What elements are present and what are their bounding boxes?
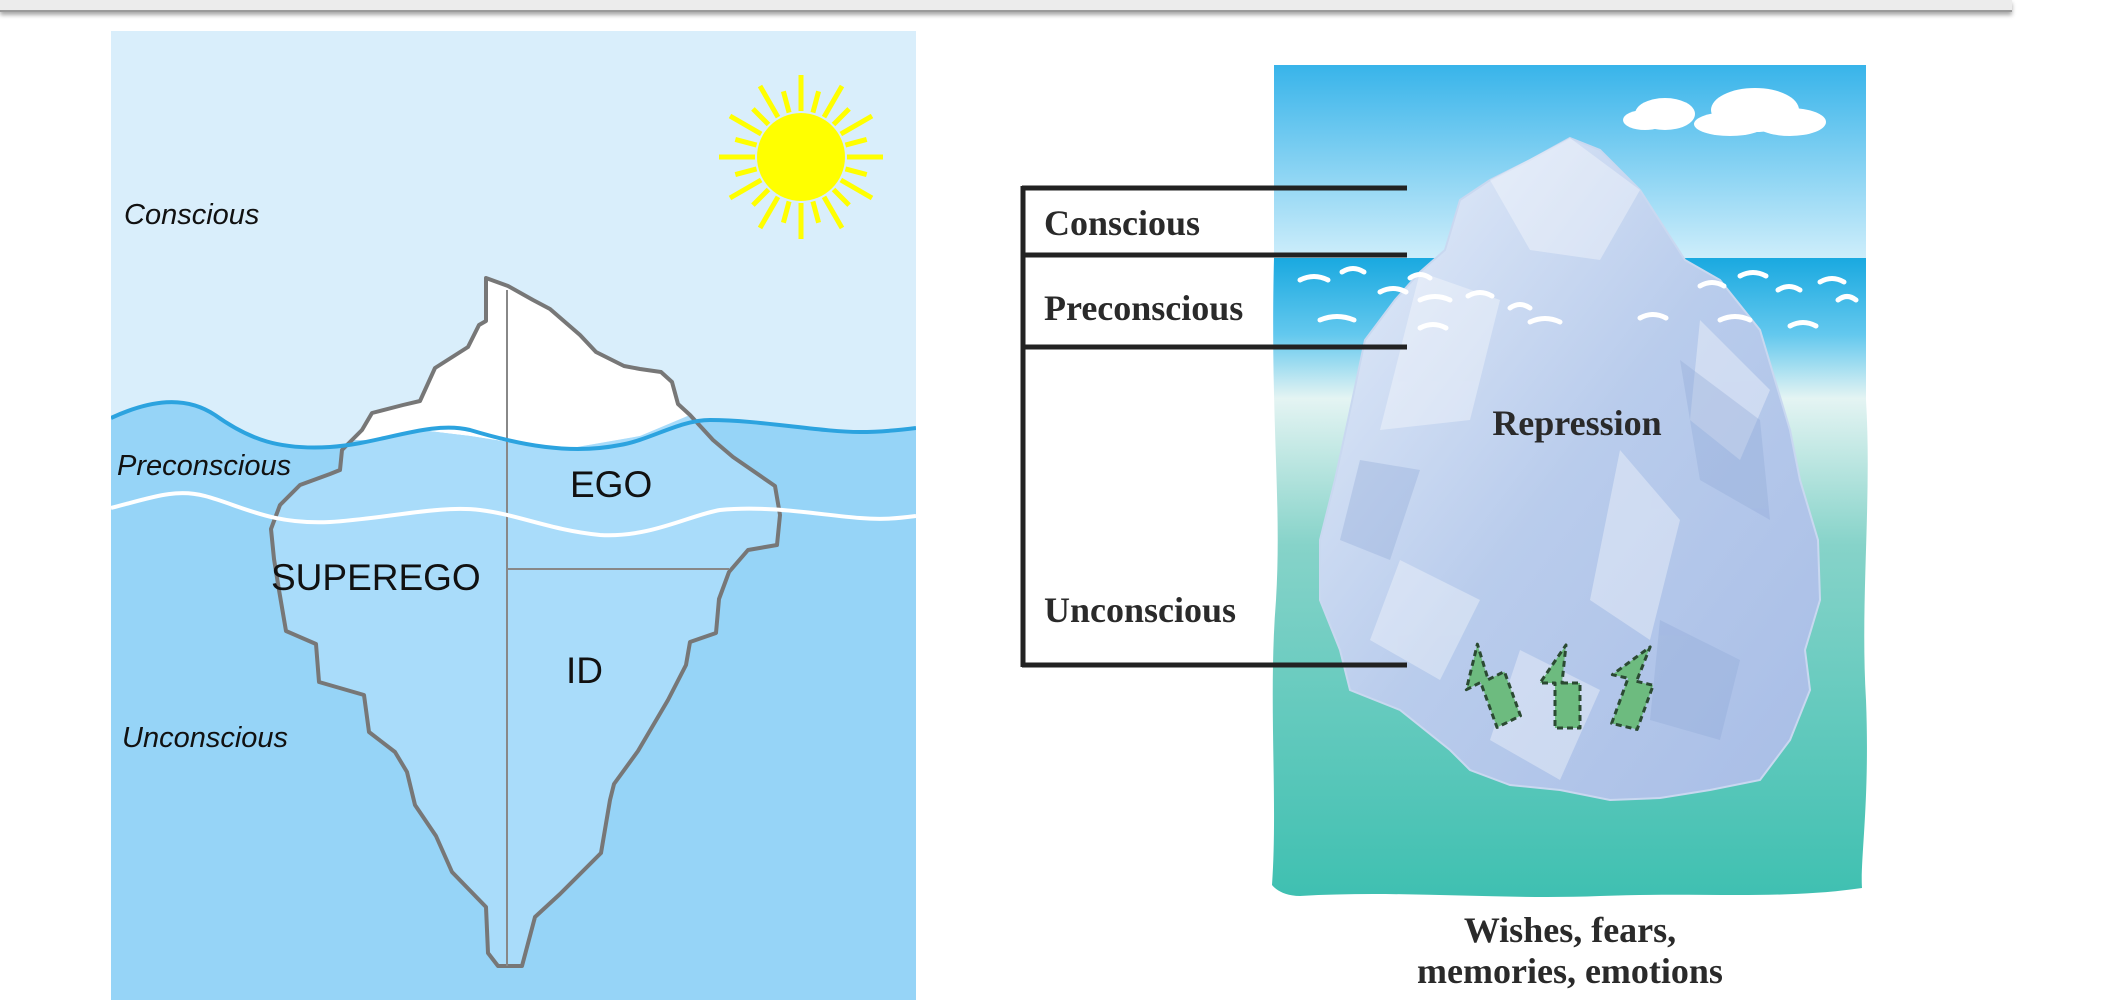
freud-iceberg-diagram-left: Conscious Preconscious Unconscious EGO S… — [111, 31, 916, 1000]
sun-ray — [728, 113, 763, 137]
arrow-up-icon — [1610, 645, 1655, 731]
iceberg-outline — [269, 276, 782, 968]
wave-mark — [1377, 286, 1409, 295]
sun-ray — [751, 187, 771, 207]
sun-ray — [844, 166, 868, 178]
sun-ray — [821, 84, 845, 119]
sun-ray — [728, 177, 763, 201]
sun-ray — [810, 90, 822, 114]
wave-mark — [1737, 270, 1769, 279]
cloud-icon — [1623, 88, 1826, 136]
sun-ray — [831, 107, 851, 127]
preconscious-boundary-line — [111, 491, 916, 538]
level-label-conscious: Conscious — [124, 199, 259, 231]
wave-mark — [1317, 314, 1357, 323]
arrow-up-icon — [1538, 643, 1582, 730]
sun-ray — [821, 195, 845, 230]
sun-ray — [734, 166, 758, 178]
sun-ray — [839, 177, 874, 201]
window-top-bar — [0, 0, 2012, 12]
wave-mark — [1407, 272, 1433, 281]
caption-line-1: Wishes, fears, — [1464, 910, 1676, 950]
upward-arrow-icons — [1464, 642, 1655, 731]
level-label-preconscious: Preconscious — [1044, 288, 1243, 328]
level-label-unconscious: Unconscious — [122, 722, 288, 754]
wave-mark — [1297, 274, 1331, 283]
wave-mark — [1637, 312, 1669, 321]
level-bracket — [1020, 185, 1407, 668]
part-label-ego: EGO — [570, 464, 652, 505]
iceberg-shadow-facets — [1340, 360, 1770, 740]
level-label-preconscious: Preconscious — [117, 450, 291, 482]
iceberg-submerged — [271, 415, 780, 966]
sun-icon — [719, 75, 883, 239]
part-label-id: ID — [566, 650, 603, 691]
wave-mark — [1465, 290, 1495, 299]
sun-ray — [757, 84, 781, 119]
sun-ray — [831, 187, 851, 207]
arrow-up-icon — [1464, 642, 1522, 729]
wave-mark — [1775, 284, 1803, 293]
wave-mark — [1717, 314, 1753, 323]
iceberg-tip — [352, 278, 690, 450]
part-label-superego: SUPEREGO — [271, 557, 481, 598]
wave-mark — [1417, 322, 1449, 331]
sun-ray — [839, 113, 874, 137]
sun-ray — [757, 195, 781, 230]
freud-iceberg-diagram-right: Conscious Preconscious Unconscious Repre… — [1020, 65, 1868, 991]
sun-ray — [810, 200, 822, 224]
wave-mark — [1417, 294, 1453, 303]
iceberg-shape — [1319, 136, 1822, 802]
wave-mark — [1527, 316, 1563, 325]
repression-label: Repression — [1492, 403, 1661, 443]
wave-mark — [1507, 302, 1533, 311]
level-label-conscious: Conscious — [1044, 203, 1200, 243]
level-label-unconscious: Unconscious — [1044, 590, 1236, 630]
wave-mark — [1835, 294, 1859, 303]
sun-ray — [780, 90, 792, 114]
sun-ray — [734, 136, 758, 148]
sun-ray — [751, 107, 771, 127]
caption-line-2: memories, emotions — [1417, 951, 1723, 991]
sun-ray — [780, 200, 792, 224]
iceberg-facets — [1370, 138, 1770, 780]
wave-marks — [1297, 266, 1859, 331]
wave-mark — [1339, 266, 1367, 275]
wave-mark — [1817, 276, 1847, 285]
sun-ray — [844, 136, 868, 148]
water-surface-line — [111, 400, 916, 451]
wave-mark — [1787, 320, 1819, 329]
wave-mark — [1697, 280, 1727, 289]
